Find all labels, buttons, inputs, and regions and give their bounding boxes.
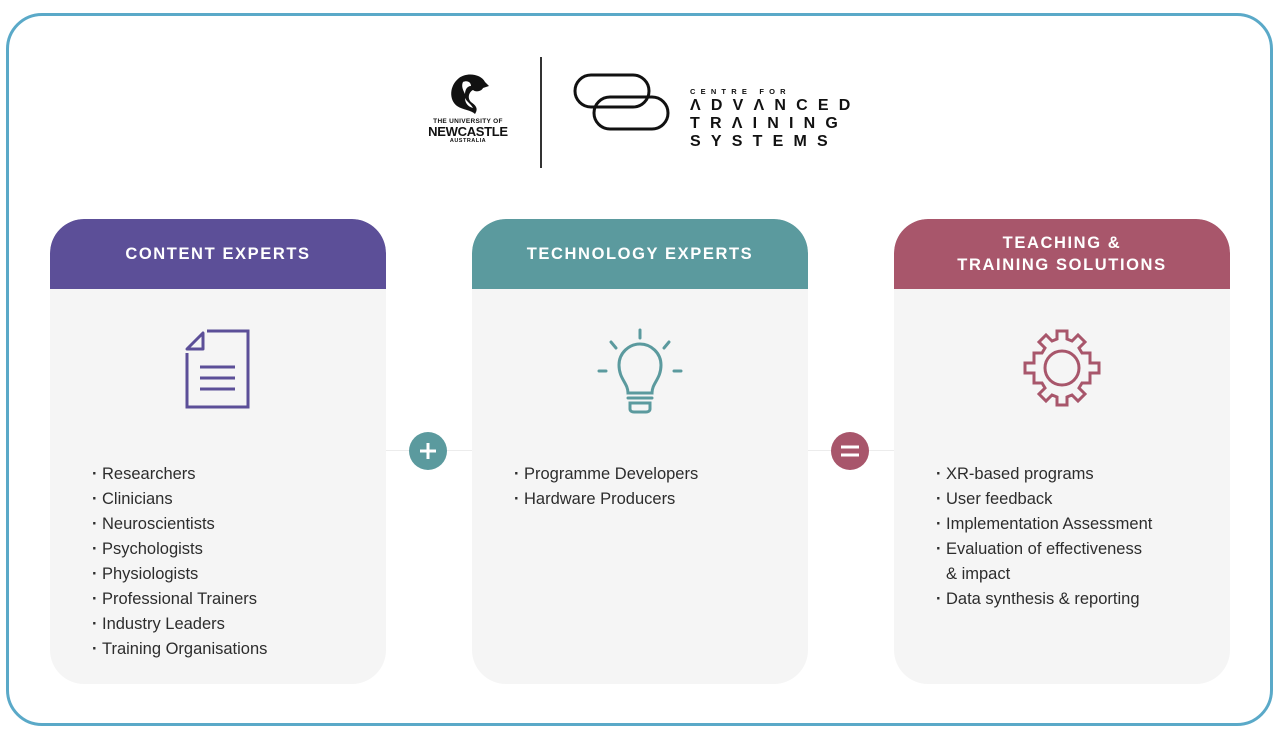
list-item: Psychologists xyxy=(92,537,267,562)
cats-line3: TRΛINING xyxy=(690,115,849,132)
list-item: Neuroscientists xyxy=(92,512,267,537)
card-header: TECHNOLOGY EXPERTS xyxy=(472,219,808,289)
seahorse-crest-icon xyxy=(451,74,489,114)
list-item: Data synthesis & reporting xyxy=(936,587,1152,612)
list-item: Industry Leaders xyxy=(92,612,267,637)
content-experts-card: CONTENT EXPERTS Researchers Clinicians N… xyxy=(50,219,386,684)
list-item: Researchers xyxy=(92,462,267,487)
list-item: Evaluation of effectiveness xyxy=(936,537,1152,562)
document-icon xyxy=(185,329,250,409)
cats-line4: SYSTEMS xyxy=(690,133,838,150)
university-name-line3: AUSTRALIA xyxy=(449,138,487,144)
list-item: XR-based programs xyxy=(936,462,1152,487)
logo-header: THE UNIVERSITY OF NEWCASTLE AUSTRALIA CE… xyxy=(0,0,1280,200)
logo-divider xyxy=(540,57,542,168)
card-icon-wrap xyxy=(894,327,1230,409)
card-title-line2: TRAINING SOLUTIONS xyxy=(957,256,1167,274)
list-item: Clinicians xyxy=(92,487,267,512)
list-item: Physiologists xyxy=(92,562,267,587)
technology-experts-list: Programme Developers Hardware Producers xyxy=(514,462,698,512)
card-title: TECHNOLOGY EXPERTS xyxy=(526,245,754,263)
equals-icon xyxy=(841,445,859,457)
plus-badge xyxy=(409,432,447,470)
content-experts-list: Researchers Clinicians Neuroscientists P… xyxy=(92,462,267,662)
list-item: Training Organisations xyxy=(92,637,267,662)
university-of-newcastle-logo: THE UNIVERSITY OF NEWCASTLE AUSTRALIA xyxy=(420,72,516,144)
technology-experts-card: TECHNOLOGY EXPERTS Programme Developers … xyxy=(472,219,808,684)
teaching-training-solutions-card: TEACHING & TRAINING SOLUTIONS XR-based p… xyxy=(894,219,1230,684)
equals-badge xyxy=(831,432,869,470)
card-header: TEACHING & TRAINING SOLUTIONS xyxy=(894,219,1230,289)
card-header: CONTENT EXPERTS xyxy=(50,219,386,289)
teaching-solutions-list: XR-based programs User feedback Implemen… xyxy=(936,462,1152,612)
cats-logo-mark xyxy=(572,72,672,139)
list-item: User feedback xyxy=(936,487,1152,512)
interlocked-loops-icon xyxy=(573,73,670,131)
list-item-continuation: & impact xyxy=(946,565,1011,583)
list-item: Hardware Producers xyxy=(514,487,698,512)
list-item: Professional Trainers xyxy=(92,587,267,612)
cats-line1: CENTRE FOR xyxy=(690,87,791,96)
card-title-line1: TEACHING & xyxy=(1002,234,1122,252)
list-item: Programme Developers xyxy=(514,462,698,487)
card-icon-wrap xyxy=(50,327,386,411)
university-name-line1: THE UNIVERSITY OF xyxy=(433,118,503,125)
cats-line2: ΛDVΛNCED xyxy=(690,97,861,114)
cats-logo-text: CENTRE FOR ΛDVΛNCED TRΛINING SYSTEMS xyxy=(690,87,861,151)
card-title: CONTENT EXPERTS xyxy=(125,245,311,263)
gear-icon xyxy=(1023,329,1101,407)
plus-icon xyxy=(420,443,436,459)
card-icon-wrap xyxy=(472,327,808,417)
university-name-line2: NEWCASTLE xyxy=(428,124,508,139)
list-item: Implementation Assessment xyxy=(936,512,1152,537)
lightbulb-icon xyxy=(597,328,683,414)
